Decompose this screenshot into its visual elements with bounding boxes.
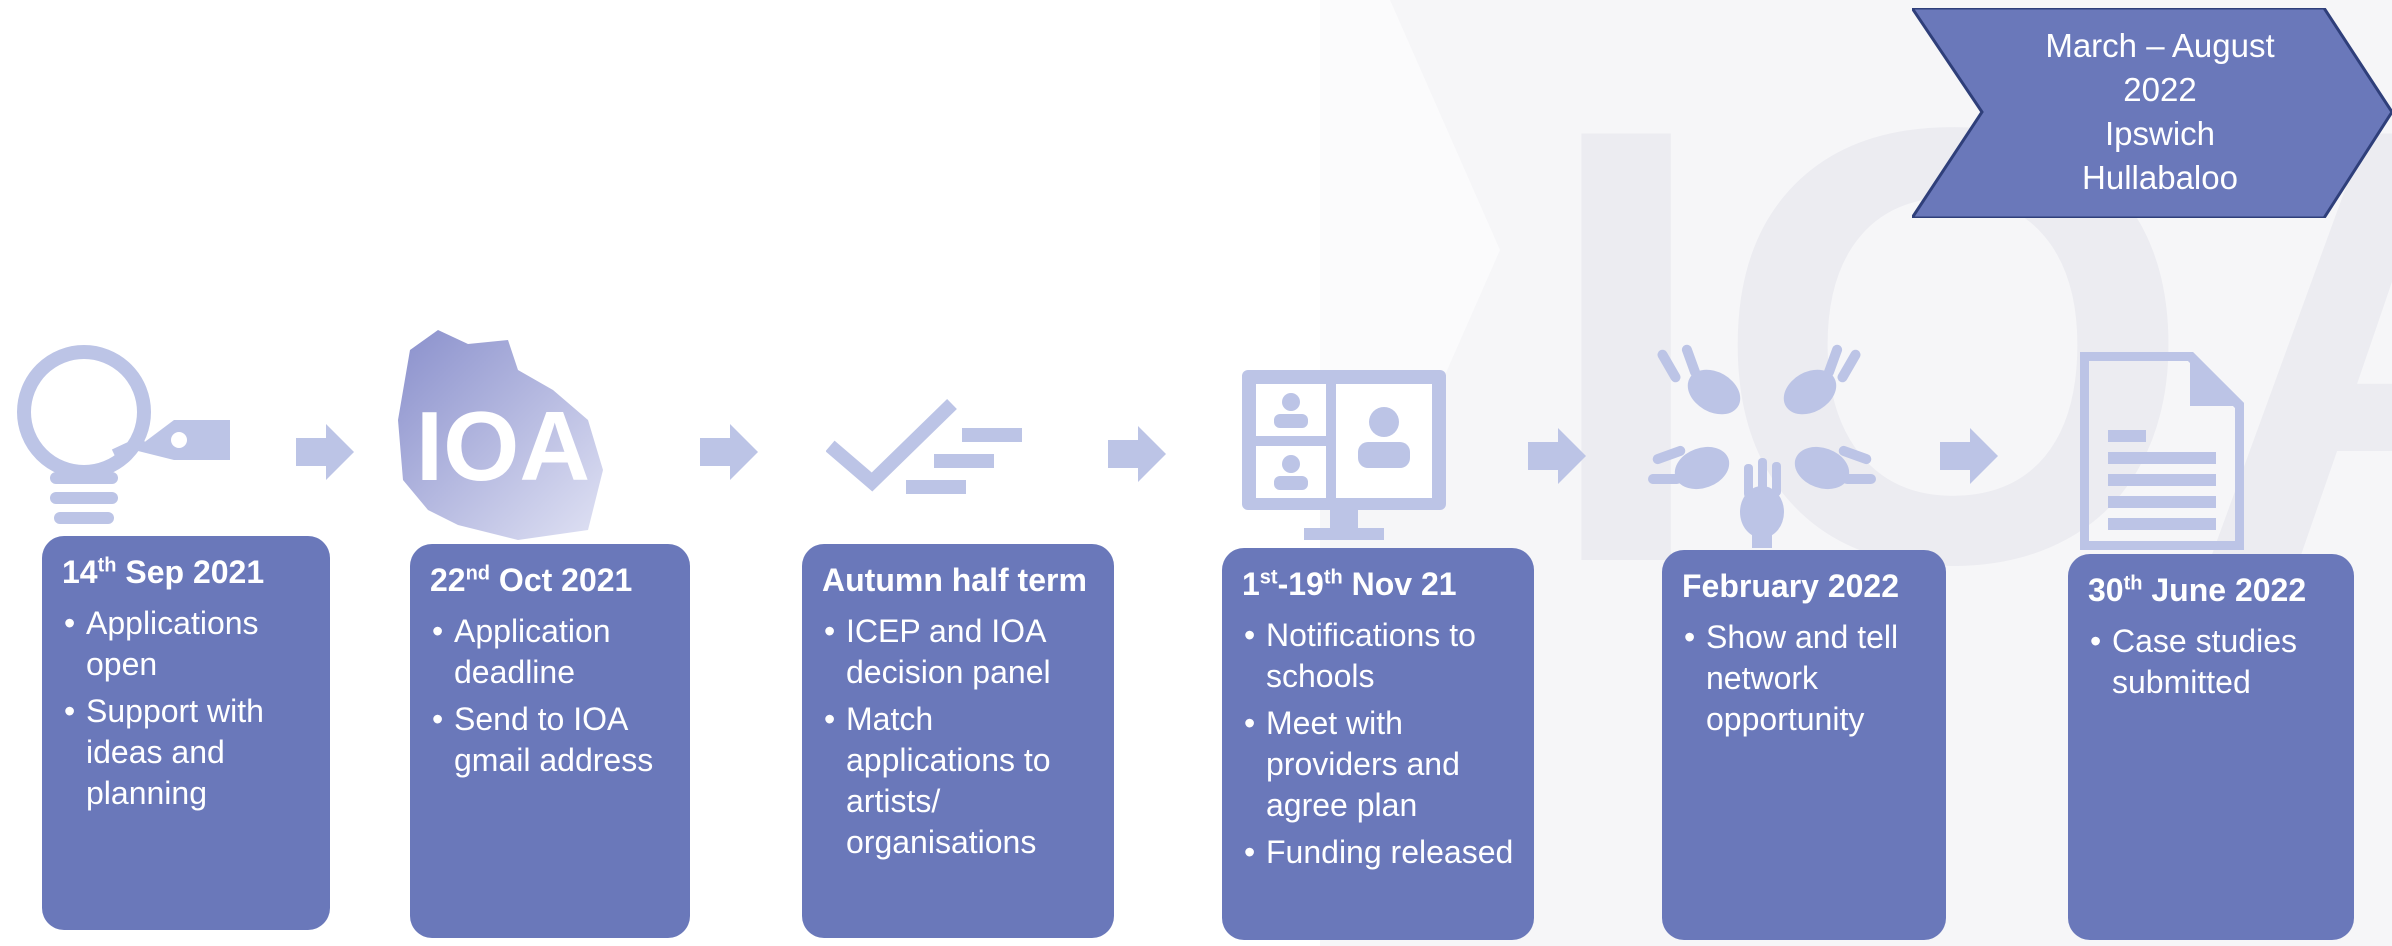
timeline-card-step-3: Autumn half term ICEP and IOA decision p…	[802, 544, 1114, 938]
bullet-item: Application deadline	[430, 611, 670, 693]
step-date: 30th June 2022	[2088, 572, 2307, 608]
arrow-right-icon	[296, 424, 354, 480]
bullet-item: Meet with providers and agree plan	[1242, 703, 1514, 826]
timeline-card-step-5: February 2022 Show and tell network oppo…	[1662, 550, 1946, 940]
step-bullets: ICEP and IOA decision panel Match applic…	[822, 611, 1094, 863]
checklist-icon	[826, 398, 1022, 494]
ioa-logo-text: IOA	[416, 391, 590, 501]
step-bullets: Case studies submitted	[2088, 621, 2334, 703]
step-date: Autumn half term	[822, 562, 1087, 598]
ioa-logo-icon: IOA	[398, 330, 603, 540]
arrow-right-icon	[1528, 428, 1586, 484]
arrow-right-icon	[1940, 428, 1998, 484]
bullet-item: Funding released	[1242, 832, 1514, 873]
timeline-card-step-2: 22nd Oct 2021 Application deadline Send …	[410, 544, 690, 938]
bullet-item: Show and tell network opportunity	[1682, 617, 1926, 740]
lightbulb-tag-icon	[17, 345, 230, 524]
step-bullets: Applications open Support with ideas and…	[62, 603, 310, 814]
bullet-item: ICEP and IOA decision panel	[822, 611, 1094, 693]
arrow-right-icon	[700, 424, 758, 480]
step-date: February 2022	[1682, 568, 1900, 604]
step-date: 22nd Oct 2021	[430, 562, 633, 598]
document-icon	[2080, 352, 2244, 550]
step-bullets: Notifications to schools Meet with provi…	[1242, 615, 1514, 873]
bullet-item: Applications open	[62, 603, 310, 685]
step-date: 14th Sep 2021	[62, 554, 265, 590]
banner-text: March – August 2022 Ipswich Hullabaloo	[1995, 24, 2325, 200]
video-call-monitor-icon	[1242, 370, 1446, 540]
timeline-card-step-6: 30th June 2022 Case studies submitted	[2068, 554, 2354, 940]
banner-line-2: 2022	[2123, 71, 2197, 108]
arrow-right-icon	[1108, 426, 1166, 482]
step-date: 1st-19th Nov 21	[1242, 566, 1457, 602]
bullet-item: Match applications to artists/ organisat…	[822, 699, 1094, 863]
banner-line-3: Ipswich	[2104, 115, 2216, 152]
bullet-item: Send to IOA gmail address	[430, 699, 670, 781]
step-bullets: Show and tell network opportunity	[1682, 617, 1926, 740]
bullet-item: Case studies submitted	[2088, 621, 2334, 703]
hands-together-icon	[1648, 344, 1876, 548]
timeline-card-step-1: 14th Sep 2021 Applications open Support …	[42, 536, 330, 930]
banner-line-4: Hullabaloo	[2082, 159, 2238, 196]
bullet-item: Support with ideas and planning	[62, 691, 310, 814]
banner-line-1: March – August	[2045, 27, 2275, 64]
timeline-banner-shape	[1912, 8, 2392, 218]
bullet-item: Notifications to schools	[1242, 615, 1514, 697]
step-bullets: Application deadline Send to IOA gmail a…	[430, 611, 670, 781]
timeline-card-step-4: 1st-19th Nov 21 Notifications to schools…	[1222, 548, 1534, 940]
